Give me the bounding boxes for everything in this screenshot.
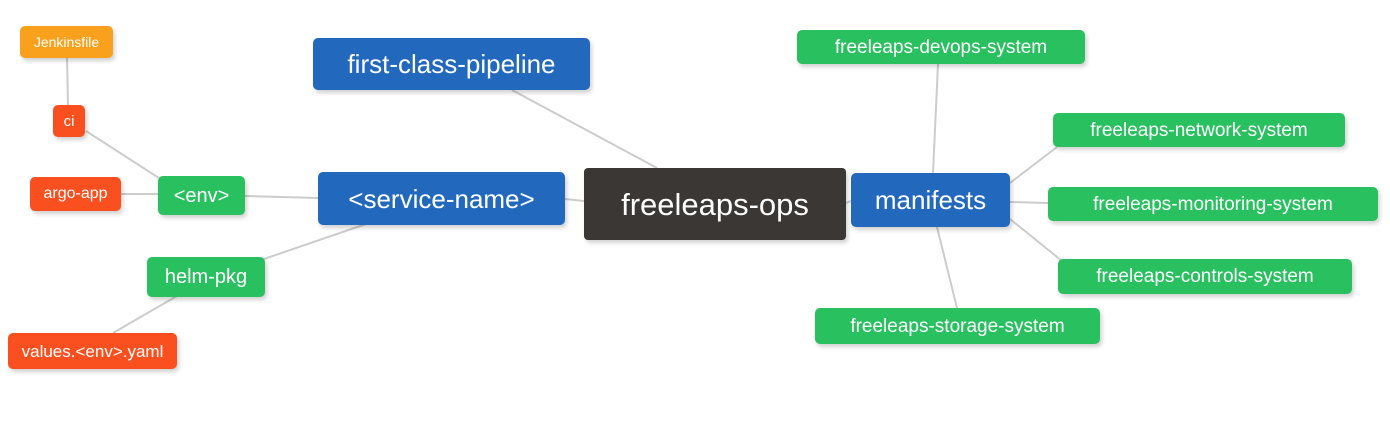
edge-manifests-storage [936, 226, 958, 309]
edge-values-helm [112, 295, 178, 334]
node-ci[interactable]: ci [53, 105, 85, 137]
node-env[interactable]: <env> [158, 176, 245, 215]
edge-service-root [564, 198, 585, 202]
node-manifests[interactable]: manifests [851, 173, 1010, 227]
node-values-env-yaml[interactable]: values.<env>.yaml [8, 333, 177, 369]
node-freeleaps-controls-system[interactable]: freeleaps-controls-system [1058, 259, 1352, 294]
node-freeleaps-storage-system[interactable]: freeleaps-storage-system [815, 308, 1100, 344]
node-root-freeleaps-ops[interactable]: freeleaps-ops [584, 168, 846, 240]
edge-env-service [244, 195, 319, 199]
node-jenkinsfile[interactable]: Jenkinsfile [20, 26, 113, 58]
edge-manifests-network [1009, 146, 1058, 184]
edge-ci-env [85, 130, 163, 181]
node-freeleaps-devops-system[interactable]: freeleaps-devops-system [797, 30, 1085, 64]
node-freeleaps-network-system[interactable]: freeleaps-network-system [1053, 113, 1345, 147]
edge-jenkinsfile-ci [66, 57, 69, 106]
edge-manifests-monitoring [1009, 201, 1049, 204]
edge-root-manifests [845, 200, 852, 204]
edge-fcp-root [511, 89, 658, 169]
node-freeleaps-monitoring-system[interactable]: freeleaps-monitoring-system [1048, 187, 1378, 221]
node-argo-app[interactable]: argo-app [30, 177, 121, 211]
node-first-class-pipeline[interactable]: first-class-pipeline [313, 38, 590, 90]
edge-manifests-controls [1009, 218, 1063, 262]
edge-helm-service [263, 223, 367, 260]
edge-manifests-devops [932, 63, 939, 174]
node-helm-pkg[interactable]: helm-pkg [147, 257, 265, 297]
node-service-name[interactable]: <service-name> [318, 172, 565, 225]
